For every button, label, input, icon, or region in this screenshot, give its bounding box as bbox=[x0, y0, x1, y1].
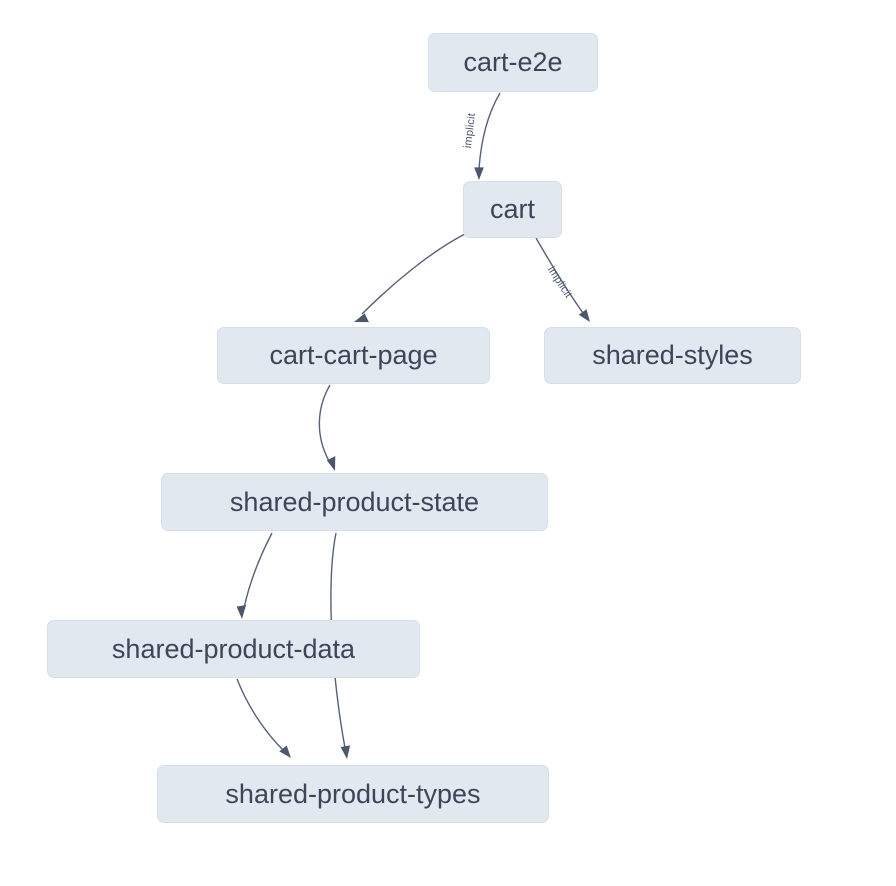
arrowhead bbox=[236, 605, 247, 619]
edge-label-implicit: implicit bbox=[545, 264, 574, 300]
node-cart-cart-page[interactable]: cart-cart-page bbox=[217, 327, 490, 384]
node-shared-product-types[interactable]: shared-product-types bbox=[157, 765, 549, 823]
node-label: shared-styles bbox=[592, 340, 753, 370]
node-label: cart-cart-page bbox=[269, 340, 438, 370]
node-label: shared-product-types bbox=[225, 778, 481, 809]
node-cart-e2e[interactable]: cart-e2e bbox=[428, 33, 598, 92]
edge-path bbox=[318, 384, 331, 462]
edge-label-implicit: implicit bbox=[462, 112, 478, 148]
node-label: cart bbox=[489, 194, 535, 224]
node-cart[interactable]: cart bbox=[463, 181, 562, 238]
edge-path bbox=[535, 237, 584, 314]
edge-shared-product-state-to-shared-product-data bbox=[236, 532, 273, 619]
edge-cart-to-cart-cart-page bbox=[354, 233, 466, 323]
node-shared-styles[interactable]: shared-styles bbox=[544, 327, 801, 384]
edge-path bbox=[478, 92, 501, 170]
arrowhead bbox=[279, 745, 291, 758]
node-label: shared-product-data bbox=[111, 633, 356, 664]
edge-cart-e2e-to-cart: implicit bbox=[462, 92, 501, 180]
arrowhead bbox=[326, 456, 336, 471]
node-label: cart-e2e bbox=[463, 47, 563, 77]
arrowhead bbox=[474, 167, 484, 180]
edge-path bbox=[236, 678, 284, 751]
arrowhead bbox=[354, 313, 369, 323]
node-shared-product-data[interactable]: shared-product-data bbox=[47, 620, 420, 678]
arrowhead bbox=[578, 309, 590, 322]
edge-shared-product-data-to-shared-product-types bbox=[236, 678, 291, 758]
node-label: shared-product-state bbox=[229, 486, 480, 517]
edge-path bbox=[243, 532, 273, 609]
edge-path bbox=[361, 233, 466, 315]
arrowhead bbox=[340, 745, 351, 759]
edge-cart-to-shared-styles: implicit bbox=[535, 237, 590, 322]
node-shared-product-state[interactable]: shared-product-state bbox=[161, 473, 548, 531]
edge-cart-cart-page-to-shared-product-state bbox=[318, 384, 336, 471]
